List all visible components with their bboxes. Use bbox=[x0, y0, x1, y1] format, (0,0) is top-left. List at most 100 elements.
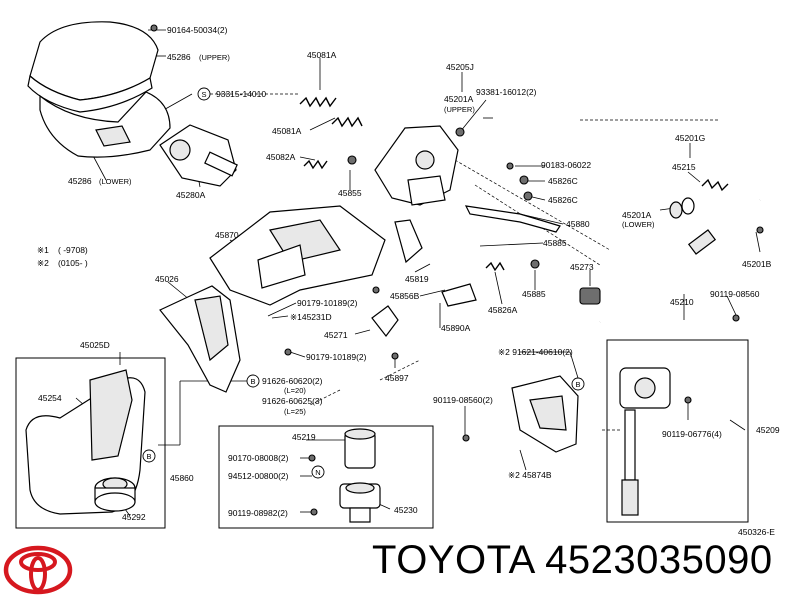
symbol-b-badge-2: B bbox=[571, 377, 585, 391]
label-45219: 45219 bbox=[292, 432, 316, 442]
label-45826a: 45826A bbox=[488, 305, 518, 315]
part-45026-boot bbox=[159, 285, 241, 393]
symbol-b-text-1: B bbox=[250, 377, 255, 386]
label-45254: 45254 bbox=[38, 393, 62, 403]
part-45819-plate bbox=[394, 219, 423, 264]
label-450326-e: 450326-E bbox=[738, 527, 775, 537]
label-90119-06776: 90119-06776(4) bbox=[662, 429, 722, 439]
part-45230-shaft-end bbox=[339, 482, 381, 523]
label-45860: 45860 bbox=[170, 473, 194, 483]
label-90119-08560-c: 90119-08560(2) bbox=[433, 395, 493, 405]
label-45201g: 45201G bbox=[675, 133, 705, 143]
symbol-b-text-3: B bbox=[146, 452, 151, 461]
label-91621-40610: ※2 91621-40610(2) bbox=[498, 347, 573, 357]
label-93381-16012: 93381-16012(2) bbox=[476, 87, 537, 97]
box-45219-group bbox=[218, 425, 434, 529]
label-90164-50034: 90164-50034(2) bbox=[167, 25, 228, 35]
label-45880: 45880 bbox=[566, 219, 590, 229]
part-45286-lower-cover bbox=[39, 91, 171, 158]
label-45082a: 45082A bbox=[266, 152, 296, 162]
footnotes: ※1 ( -9708) ※2 (0105- ) bbox=[37, 245, 88, 268]
label-45201b: 45201B bbox=[742, 259, 772, 269]
label-45210: 45210 bbox=[670, 297, 694, 307]
label-90183-06022: 90183-06022 bbox=[541, 160, 591, 170]
label-45215: 45215 bbox=[672, 162, 696, 172]
label-45885: 45885 bbox=[543, 238, 567, 248]
label-45286-upper: 45286 bbox=[167, 52, 191, 62]
label-45826c-1: 45826C bbox=[548, 176, 578, 186]
part-45292-seal-ring bbox=[94, 477, 136, 512]
label-90170-08008: 90170-08008(2) bbox=[228, 453, 289, 463]
label-93315-14010: 93315-14010 bbox=[216, 89, 266, 99]
label-45819: 45819 bbox=[405, 274, 429, 284]
symbol-n-text: N bbox=[315, 468, 320, 477]
note1-mark: ※1 bbox=[37, 245, 49, 255]
label-91626-60620-note: (L=20) bbox=[284, 386, 306, 395]
symbol-b-text-2: B bbox=[575, 380, 580, 389]
label-91626-60620: 91626-60620(2) bbox=[262, 376, 323, 386]
label-45874b: ※2 45874B bbox=[508, 470, 552, 480]
label-91626-60625: 91626-60625(3) bbox=[262, 396, 323, 406]
box-45209-group bbox=[606, 339, 749, 523]
note2-mark: ※2 bbox=[37, 258, 49, 268]
label-45025d: 45025D bbox=[80, 340, 110, 350]
symbol-s-text: S bbox=[201, 90, 206, 99]
part-45215-spacer bbox=[681, 197, 695, 215]
springs bbox=[299, 96, 505, 272]
part-45273-bushing bbox=[579, 287, 601, 305]
label-45081a-mid: 45081A bbox=[272, 126, 302, 136]
label-45273: 45273 bbox=[570, 262, 594, 272]
label-45201a-lower: 45201A bbox=[622, 210, 652, 220]
label-91626-60625-note: (L=25) bbox=[284, 407, 306, 416]
label-45286-upper-note: (UPPER) bbox=[199, 53, 230, 62]
symbol-b-badge-1: B bbox=[246, 374, 260, 388]
part-labels: 90164-50034(2) 45286 (UPPER) 93315-14010… bbox=[38, 25, 780, 537]
label-45855: 45855 bbox=[338, 188, 362, 198]
label-45201a-upper: 45201A bbox=[444, 94, 474, 104]
part-45271-stopper bbox=[371, 305, 399, 337]
part-45890a-plate bbox=[441, 283, 477, 307]
label-45286-lower-note: (LOWER) bbox=[99, 177, 132, 186]
label-45026: 45026 bbox=[155, 274, 179, 284]
box-45025d-group bbox=[15, 357, 166, 529]
symbol-n-badge: N bbox=[311, 465, 325, 479]
symbol-s-badge: S bbox=[197, 87, 211, 101]
label-45292: 45292 bbox=[122, 512, 146, 522]
part-45870-bracket bbox=[209, 205, 386, 306]
note1-value: ( -9708) bbox=[58, 245, 88, 255]
note2-value: (0105- ) bbox=[58, 258, 88, 268]
label-45856b: 45856B bbox=[390, 291, 420, 301]
brand-part-number: TOYOTA 4523035090 bbox=[372, 538, 773, 582]
part-45209-intermediate-shaft bbox=[619, 367, 671, 516]
part-45280a-lock-body bbox=[159, 124, 238, 187]
label-90119-08982: 90119-08982(2) bbox=[228, 508, 288, 518]
group-boxes bbox=[15, 339, 749, 529]
part-45874b-bracket bbox=[511, 375, 579, 453]
part-45201a-lower-bearing bbox=[669, 201, 683, 219]
label-45081a-top: 45081A bbox=[307, 50, 337, 60]
toyota-logo-icon bbox=[3, 545, 73, 595]
part-45880-lever bbox=[464, 205, 561, 233]
part-45205j-column-upper-bracket bbox=[374, 125, 459, 206]
label-90179-10189-1: 90179-10189(2) bbox=[297, 298, 358, 308]
part-45201g-spring bbox=[701, 178, 729, 192]
part-45219-cap bbox=[344, 428, 376, 469]
leader-lines bbox=[75, 29, 761, 517]
label-45280a: 45280A bbox=[176, 190, 206, 200]
label-45890a: 45890A bbox=[441, 323, 471, 333]
label-45885-b: 45885 bbox=[522, 289, 546, 299]
label-45826c-2: 45826C bbox=[548, 195, 578, 205]
label-94512-00800: 94512-00800(2) bbox=[228, 471, 289, 481]
small-fasteners bbox=[150, 24, 764, 516]
part-45210-shaft bbox=[599, 199, 761, 323]
label-90119-08560-r: 90119-08560 bbox=[710, 289, 760, 299]
label-45870: 45870 bbox=[215, 230, 239, 240]
label-45286-lower: 45286 bbox=[68, 176, 92, 186]
label-90179-10189-2: 90179-10189(2) bbox=[306, 352, 367, 362]
part-45286-upper-cover bbox=[27, 21, 159, 113]
label-45271: 45271 bbox=[324, 330, 348, 340]
label-45201a-upper-note: (UPPER) bbox=[444, 105, 475, 114]
label-45230: 45230 bbox=[394, 505, 418, 515]
symbol-b-badge-3: B bbox=[142, 449, 156, 463]
